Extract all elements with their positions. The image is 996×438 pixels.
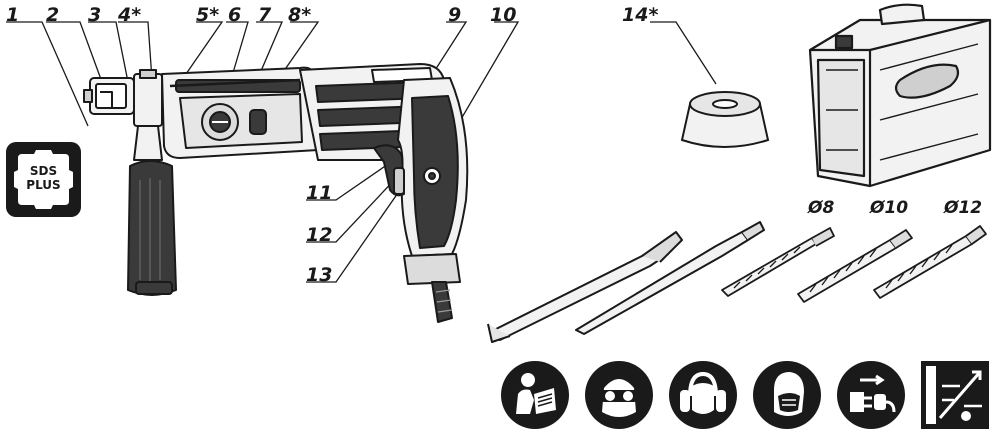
rotary-hammer — [83, 63, 469, 323]
diameter-label-10: Ø10 — [870, 198, 909, 218]
leader-line-14 — [650, 21, 717, 85]
leader-line-8 — [271, 21, 320, 89]
safety-goggles-icon — [584, 360, 654, 430]
leader-line-11 — [306, 159, 395, 201]
sds-plus-line2: PLUS — [26, 178, 61, 192]
chisels — [487, 221, 765, 343]
unplug-before-service-icon — [836, 360, 906, 430]
side-handle-collar — [133, 73, 163, 127]
side-handle-neck — [133, 125, 163, 161]
ear-protection-icon — [668, 360, 738, 430]
drill-bits — [721, 225, 987, 303]
leader-line-13 — [306, 189, 401, 283]
callout-11: 11 — [306, 182, 333, 204]
callout-12: 12 — [306, 224, 333, 246]
callout-10: 10 — [490, 4, 517, 26]
dust-mask-icon — [752, 360, 822, 430]
callout-2: 2 — [46, 4, 60, 26]
read-manual-icon — [500, 360, 570, 430]
side-handle-grip — [127, 160, 177, 296]
leader-line-3 — [88, 21, 129, 83]
rotation-switch — [393, 167, 405, 195]
cord-protector — [431, 281, 453, 323]
depth-gauge-rod — [169, 78, 301, 88]
callout-6: 6 — [228, 4, 242, 26]
detect-hidden-wires-icon — [920, 360, 990, 430]
sds-plus-text: SDS PLUS — [6, 164, 81, 192]
leader-line-2 — [46, 21, 111, 105]
dust-cap — [680, 91, 770, 148]
leader-line-9 — [429, 21, 468, 79]
callout-8: 8* — [288, 4, 312, 26]
callout-3: 3 — [88, 4, 102, 26]
diameter-label-8: Ø8 — [808, 198, 835, 218]
callout-5: 5* — [196, 4, 220, 26]
callout-13: 13 — [306, 264, 333, 286]
callout-7: 7 — [258, 4, 272, 26]
callout-4: 4* — [118, 4, 142, 26]
leader-line-4 — [118, 21, 153, 81]
lock-button — [249, 109, 267, 135]
carry-case — [808, 3, 992, 188]
diameter-label-12: Ø12 — [944, 198, 983, 218]
callout-1: 1 — [6, 4, 20, 26]
callout-9: 9 — [448, 4, 462, 26]
callout-14: 14* — [622, 4, 659, 26]
sds-plus-badge-shape — [6, 142, 81, 217]
sds-plus-badge: SDS PLUS — [6, 142, 81, 217]
sds-plus-line1: SDS — [29, 164, 58, 178]
leader-line-1 — [6, 21, 89, 127]
leader-line-12 — [306, 175, 399, 243]
